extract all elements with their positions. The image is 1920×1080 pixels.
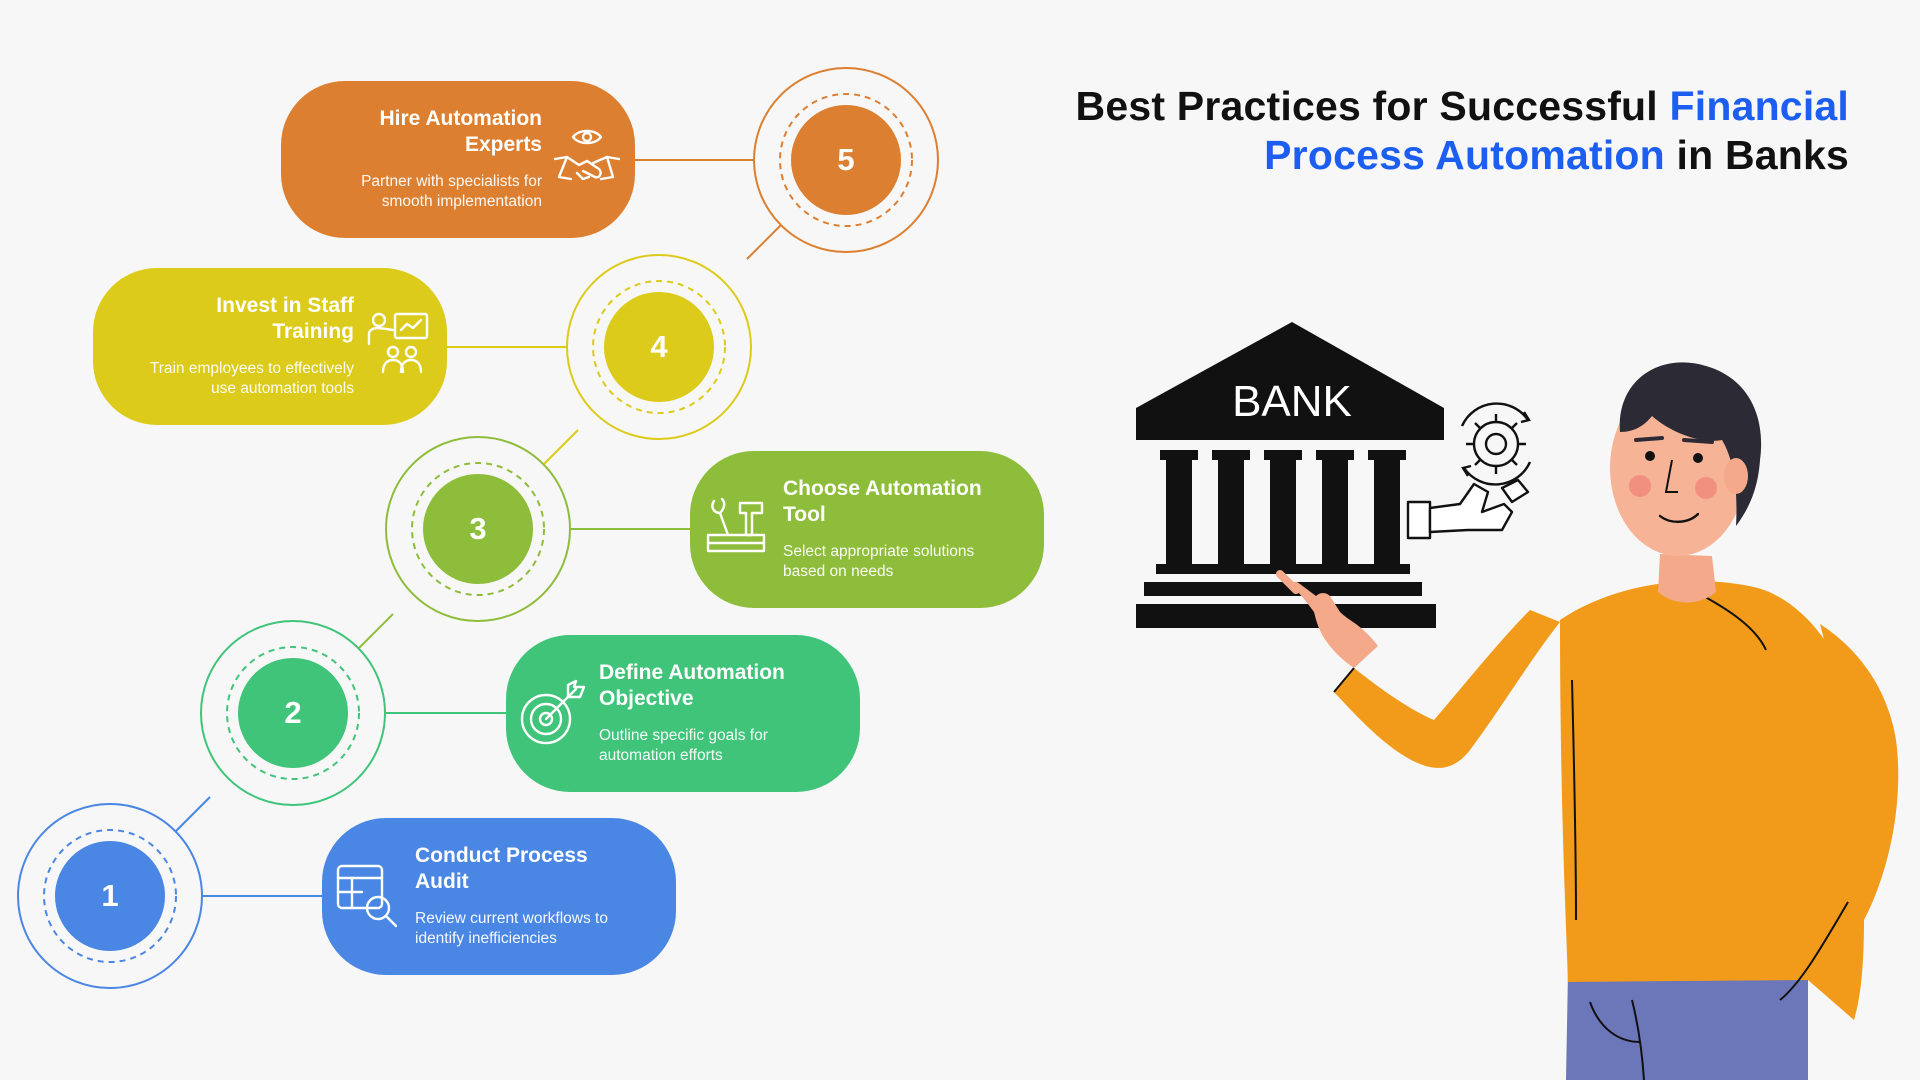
step-3-desc-line-1: Select appropriate solutions	[783, 543, 975, 560]
title-highlight-2: Process Automation	[1264, 132, 1665, 178]
step-3-desc-line-2: based on needs	[783, 563, 894, 580]
step-4-title-line-2: Training	[272, 320, 354, 343]
step-3-dashed-ring	[411, 462, 545, 596]
step-4-diagonal	[746, 224, 782, 260]
step-3-title-line-1: Choose Automation	[783, 477, 982, 500]
step-5-number-circle: 5	[791, 105, 901, 215]
step-1-dashed-ring	[43, 829, 177, 963]
handshake-eye-icon	[551, 121, 623, 193]
step-5-title-line-1: Hire Automation	[379, 107, 542, 130]
step-1-number-circle: 1	[55, 841, 165, 951]
step-2-dashed-ring	[226, 646, 360, 780]
step-2-number-circle: 2	[238, 658, 348, 768]
step-1-desc-line-1: Review current workflows to	[415, 910, 608, 927]
step-2-desc-line-1: Outline specific goals for	[599, 727, 768, 744]
title-highlight-1: Financial	[1669, 83, 1849, 129]
bank-label: BANK	[1232, 377, 1352, 426]
step-5-number: 5	[837, 142, 855, 177]
step-2-title-line-1: Define Automation	[599, 661, 785, 684]
step-1-desc-line-2: identify inefficiencies	[415, 930, 557, 947]
step-5-desc-line-2: smooth implementation	[381, 193, 542, 210]
spreadsheet-search-icon	[332, 858, 404, 930]
step-2-desc-line-2: automation efforts	[599, 747, 723, 764]
step-5-title-line-2: Experts	[464, 133, 542, 156]
step-5-dashed-ring	[779, 93, 913, 227]
title-part-1: Best Practices for Successful	[1075, 83, 1670, 129]
step-1-title-line-2: Audit	[415, 870, 469, 893]
training-presentation-icon	[363, 308, 435, 380]
step-1-number: 1	[101, 878, 119, 913]
step-4-desc-line-2: use automation tools	[210, 380, 354, 397]
step-5-desc-line-1: Partner with specialists for	[361, 173, 542, 190]
step-1-diagonal	[175, 796, 211, 832]
step-3-number-circle: 3	[423, 474, 533, 584]
step-2-number: 2	[284, 695, 302, 730]
step-4-title-line-1: Invest in Staff	[216, 294, 354, 317]
bank-building-icon: BANK	[1136, 322, 1532, 628]
step-4-desc-line-1: Train employees to effectively	[149, 360, 354, 377]
target-arrow-icon	[516, 675, 588, 747]
person-pointing-illustration	[1276, 362, 1899, 1080]
robot-arm-icon	[1406, 478, 1530, 540]
step-1-title-line-1: Conduct Process	[415, 844, 588, 867]
step-3-diagonal	[543, 429, 579, 465]
gear-icon	[1460, 402, 1532, 486]
step-3-number: 3	[469, 511, 487, 546]
step-4-number-circle: 4	[604, 292, 714, 402]
step-4-dashed-ring	[592, 280, 726, 414]
step-3-title-line-2: Tool	[783, 503, 826, 526]
title-part-2: in Banks	[1664, 132, 1849, 178]
step-2-title-line-2: Objective	[599, 687, 694, 710]
step-4-number: 4	[650, 329, 668, 364]
step-2-diagonal	[358, 613, 394, 649]
tools-icon	[700, 491, 772, 563]
